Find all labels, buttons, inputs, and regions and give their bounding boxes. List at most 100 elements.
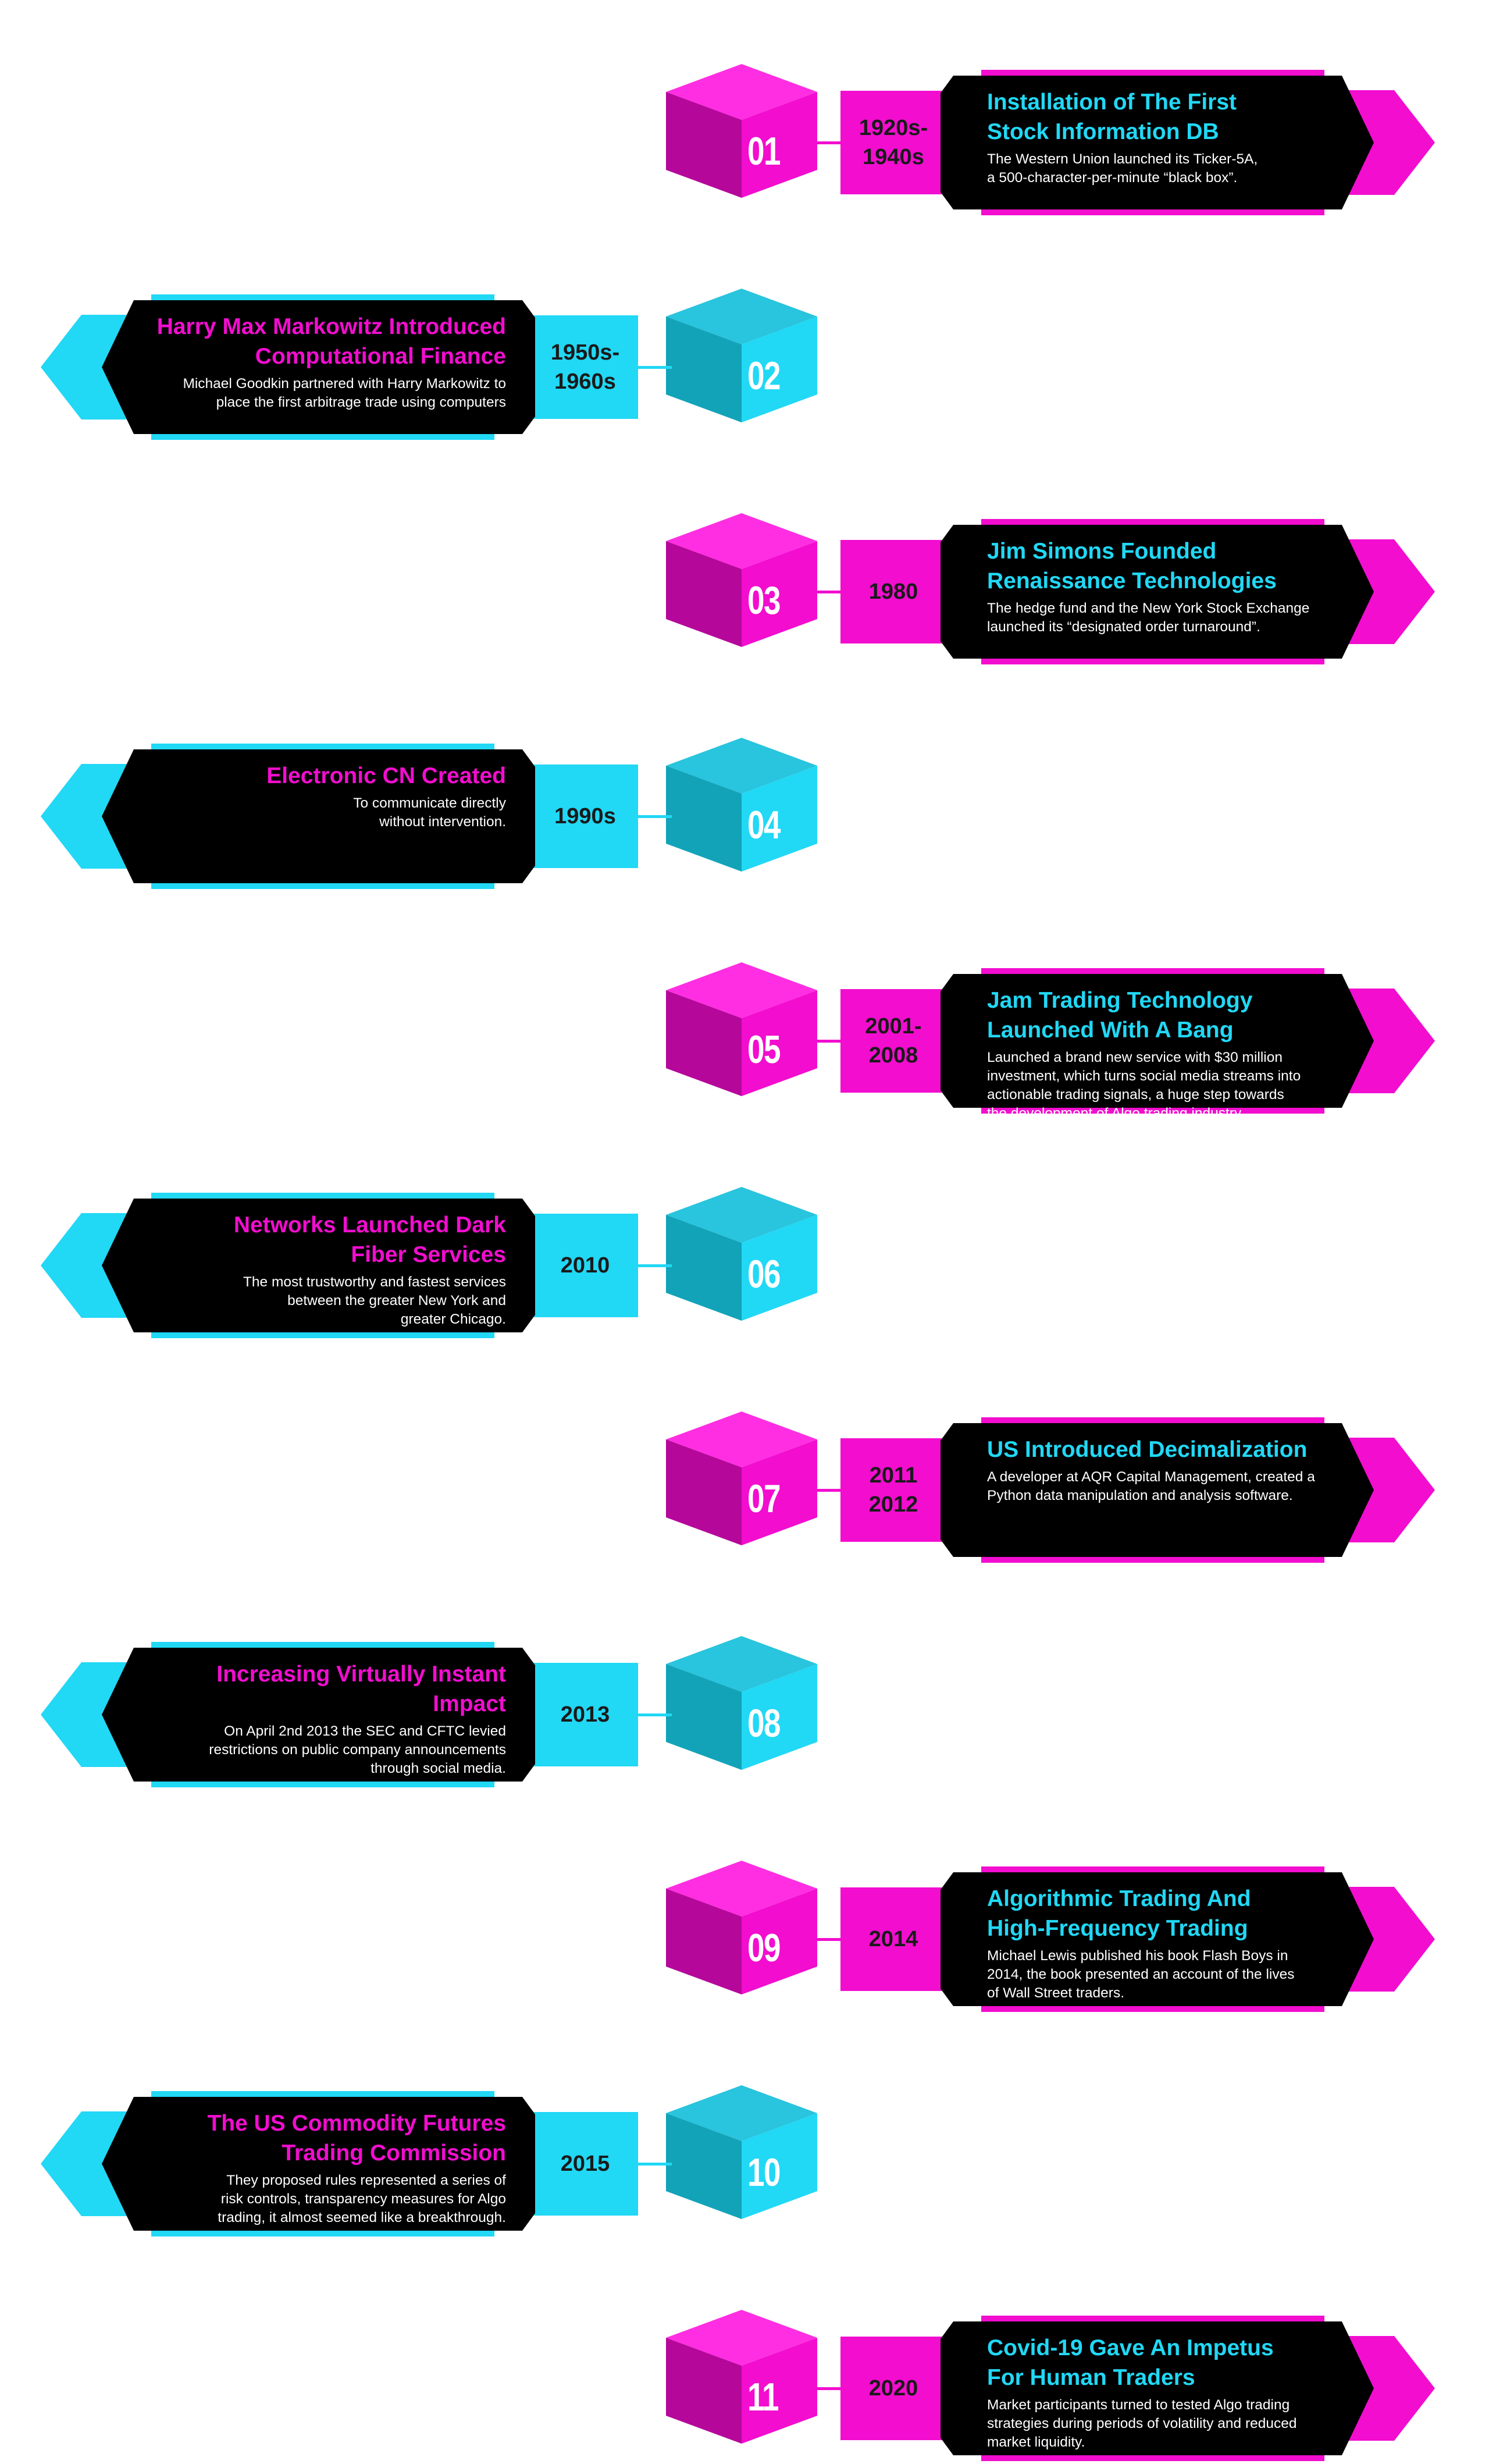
card-body [102, 300, 535, 434]
milestone-description: The most trustworthy and fastest service… [243, 1274, 506, 1327]
connector-line [638, 1713, 672, 1716]
connector-line [817, 141, 840, 144]
milestone-title: Jam Trading Technology Launched With A B… [987, 988, 1253, 1043]
cube-right-face [742, 541, 817, 647]
cube-right-face [742, 317, 817, 422]
cube-left-face [666, 990, 742, 1096]
milestone-title: US Introduced Decimalization [987, 1437, 1308, 1462]
year-box: 2015 [532, 2112, 638, 2216]
cube-left-face [666, 317, 742, 422]
card-body [941, 76, 1374, 209]
milestone-card-01: Installation of The First Stock Informat… [941, 70, 1435, 215]
milestone-title: Covid-19 Gave An Impetus For Human Trade… [987, 2335, 1274, 2390]
cube-left-face [666, 92, 742, 198]
milestone-title: Algorithmic Trading And High-Frequency T… [987, 1886, 1251, 1941]
milestone-number: 06 [747, 1252, 781, 1296]
cube-right-face [742, 92, 817, 198]
year-box: 2014 [840, 1887, 946, 1991]
milestone-description: Market participants turned to tested Alg… [987, 2397, 1297, 2450]
cube-shape [666, 513, 817, 647]
connector-line [638, 1264, 672, 1267]
year-label: 2014 [868, 1927, 918, 1951]
cube-left-face [666, 766, 742, 872]
milestone-title: The US Commodity Futures Trading Commiss… [207, 2111, 506, 2166]
milestone-number: 01 [747, 129, 781, 173]
milestone-card-03: Jim Simons Founded Renaissance Technolog… [941, 519, 1435, 664]
year-label: 1980 [868, 579, 918, 604]
year-label: 2015 [560, 2152, 610, 2176]
connector-line [817, 1938, 840, 1941]
cube-right-face [742, 1215, 817, 1321]
milestone-cube-02: 02 [666, 289, 817, 422]
year-label: 2010 [560, 1253, 610, 1278]
milestone-title: Installation of The First Stock Informat… [987, 90, 1237, 144]
milestone-number: 03 [747, 578, 781, 623]
year-label: 2020 [868, 2376, 918, 2401]
year-box: 1950s- 1960s [532, 315, 638, 419]
milestone-card-02: Harry Max Markowitz Introduced Computati… [41, 294, 535, 440]
card-shape [41, 744, 535, 889]
cube-shape [666, 962, 817, 1096]
year-label: 2001- 2008 [865, 1014, 922, 1068]
milestone-description: Launched a brand new service with $30 mi… [987, 1050, 1301, 1121]
milestone-card-09: Algorithmic Trading And High-Frequency T… [941, 1866, 1435, 2012]
milestone-card-10: The US Commodity Futures Trading Commiss… [41, 2091, 535, 2237]
milestone-description: On April 2nd 2013 the SEC and CFTC levie… [209, 1723, 506, 1776]
milestone-number: 08 [747, 1701, 781, 1745]
cube-shape [666, 64, 817, 198]
year-label: 2011 2012 [868, 1463, 918, 1517]
connector-line [638, 2163, 672, 2166]
milestone-cube-09: 09 [666, 1861, 817, 1994]
card-shape [41, 1193, 535, 1338]
milestone-cube-04: 04 [666, 738, 817, 872]
milestone-cube-08: 08 [666, 1636, 817, 1770]
card-shape [941, 70, 1435, 215]
card-shape [941, 519, 1435, 664]
year-box: 2010 [532, 1214, 638, 1317]
connector-line [817, 1040, 840, 1043]
connector-line [817, 591, 840, 593]
milestone-number: 05 [747, 1027, 781, 1072]
year-box: 2011 2012 [840, 1438, 946, 1542]
cube-left-face [666, 541, 742, 647]
year-box: 2001- 2008 [840, 989, 946, 1093]
milestone-description: The hedge fund and the New York Stock Ex… [987, 600, 1310, 635]
year-box: 1990s [532, 765, 638, 868]
milestone-cube-06: 06 [666, 1187, 817, 1321]
milestone-title: Electronic CN Created [266, 763, 506, 788]
milestone-cube-03: 03 [666, 513, 817, 647]
milestone-cube-11: 11 [666, 2310, 817, 2444]
card-shape [941, 968, 1435, 1114]
year-box: 1920s- 1940s [840, 91, 946, 194]
milestone-cube-05: 05 [666, 962, 817, 1096]
card-body [941, 974, 1374, 1108]
milestone-title: Harry Max Markowitz Introduced Computati… [156, 314, 506, 369]
card-body [102, 749, 535, 883]
milestone-cube-07: 07 [666, 1411, 817, 1545]
milestone-description: They proposed rules represented a series… [218, 2173, 506, 2225]
cube-right-face [742, 766, 817, 872]
connector-line [817, 2387, 840, 2390]
milestone-cube-01: 01 [666, 64, 817, 198]
card-body [941, 525, 1374, 659]
milestone-number: 07 [747, 1477, 781, 1521]
timeline-infographic: 01 1920s- 1940s Installation of The First … [41, 64, 1435, 2461]
connector-line [817, 1489, 840, 1492]
milestone-title: Increasing Virtually Instant Impact [216, 1662, 506, 1716]
milestone-title: Networks Launched Dark Fiber Services [233, 1213, 506, 1267]
year-box: 1980 [840, 540, 946, 643]
year-label: 1950s- 1960s [550, 340, 620, 394]
year-box: 2020 [840, 2337, 946, 2440]
cube-shape [666, 1187, 817, 1321]
cube-left-face [666, 1215, 742, 1321]
cube-shape [666, 738, 817, 872]
milestone-description: Michael Lewis published his book Flash B… [987, 1948, 1295, 2001]
cube-shape [666, 289, 817, 422]
milestone-description: Michael Goodkin partnered with Harry Mar… [183, 376, 506, 410]
milestone-description: The Western Union launched its Ticker-5A… [987, 151, 1258, 186]
connector-line [638, 815, 672, 818]
milestone-card-11: Covid-19 Gave An Impetus For Human Trade… [941, 2316, 1435, 2461]
